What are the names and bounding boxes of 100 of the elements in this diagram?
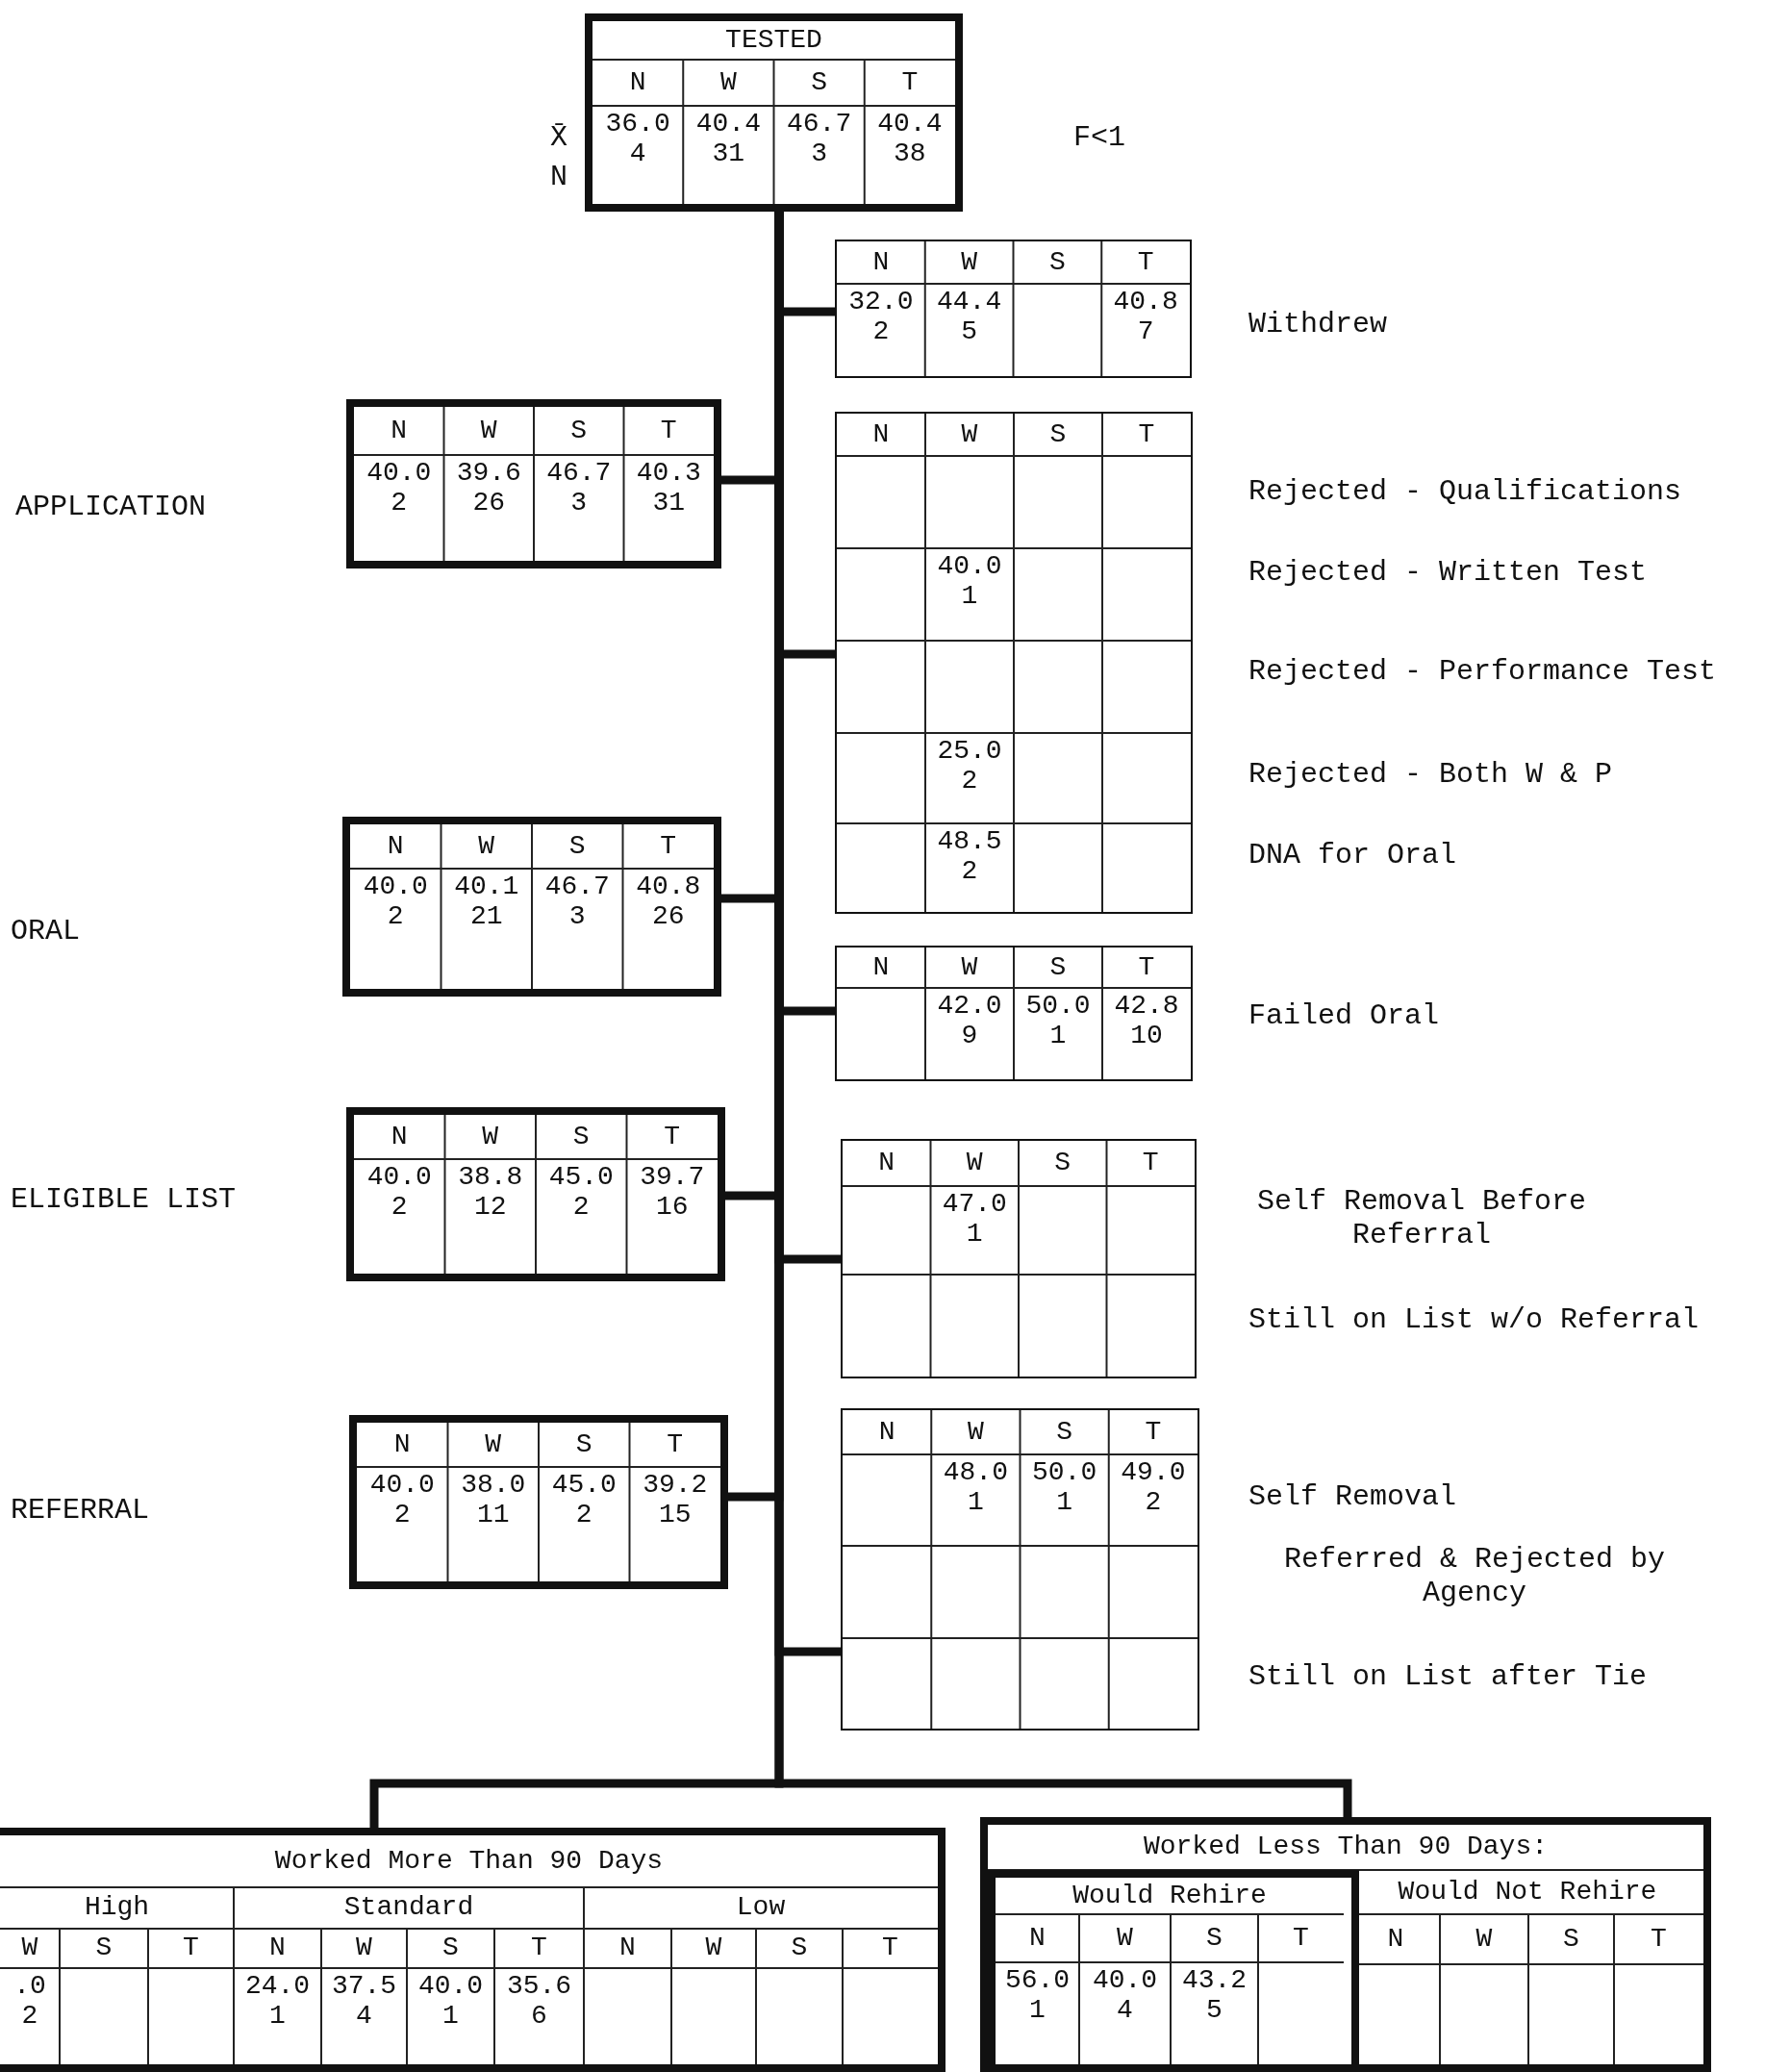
column-header: T [1138, 952, 1155, 983]
mean-and-count: 35.6 6 [506, 1972, 572, 2032]
mean-and-count: 40.0 2 [363, 872, 428, 932]
stage-label: ORAL [11, 915, 80, 948]
column-header: W [966, 1149, 983, 1178]
column-header: W [1475, 1924, 1493, 1955]
mean-and-count: .0 2 [13, 1972, 46, 2032]
column-header: N [391, 416, 408, 446]
column-header: W [482, 1122, 499, 1152]
column-header: N [872, 419, 890, 450]
column-header: N [619, 1933, 636, 1963]
column-header: N [387, 831, 404, 862]
column-header: N [393, 1429, 411, 1460]
column-header: T [531, 1933, 547, 1963]
mean-and-count: 40.8 7 [1113, 288, 1178, 347]
column-header: W [480, 416, 497, 446]
column-header: N [1387, 1924, 1404, 1955]
column-header: S [1048, 247, 1066, 278]
column-header: N [878, 1417, 895, 1448]
column-header: W [967, 1417, 984, 1448]
mean-and-count: 42.8 10 [1114, 992, 1179, 1051]
column-header: S [791, 1933, 808, 1963]
column-header: S [95, 1933, 113, 1963]
stage-table [980, 1817, 1711, 2072]
mean-and-count: 39.7 16 [640, 1163, 705, 1223]
table-heading: Would Not Rehire [1398, 1877, 1657, 1908]
column-header: S [1563, 1924, 1579, 1955]
column-header: T [882, 1933, 898, 1963]
outcome-table [835, 240, 1192, 378]
table-heading: Standard [343, 1893, 474, 1923]
mean-and-count: 25.0 2 [937, 737, 1002, 796]
column-header: S [1206, 1923, 1223, 1954]
mean-and-count: 40.4 38 [877, 110, 943, 169]
outcome-label: Rejected - Written Test [1248, 556, 1648, 590]
column-header: N [872, 247, 890, 278]
mean-and-count: 56.0 1 [1004, 1966, 1071, 2026]
column-header: T [901, 67, 919, 98]
column-header: T [660, 831, 677, 862]
mean-and-count: 40.0 2 [369, 1471, 435, 1530]
outcome-table [835, 412, 1193, 914]
column-header: S [570, 416, 588, 446]
mean-and-count: 40.0 2 [366, 1163, 432, 1223]
mean-and-count: 38.8 12 [458, 1163, 523, 1223]
column-header: S [1054, 1149, 1072, 1178]
column-header: T [1138, 419, 1155, 450]
stage-table [0, 1828, 946, 2072]
column-header: S [1056, 1417, 1073, 1448]
mean-and-count: 24.0 1 [244, 1972, 311, 2032]
outcome-table [841, 1408, 1199, 1731]
outcome-label: Rejected - Performance Test [1248, 655, 1717, 689]
outcome-label: DNA for Oral [1248, 839, 1457, 872]
column-header: W [961, 952, 978, 983]
column-header: N [629, 67, 646, 98]
mean-and-count: 44.4 5 [937, 288, 1002, 347]
row-label: X̄ [550, 121, 567, 155]
column-header: W [21, 1933, 38, 1963]
mean-and-count: 40.0 2 [366, 459, 432, 518]
outcome-table [835, 946, 1193, 1081]
column-header: T [667, 1429, 684, 1460]
stage-table [342, 817, 721, 997]
column-header: T [660, 416, 677, 446]
mean-and-count: 40.0 4 [1092, 1966, 1158, 2026]
column-header: W [719, 67, 737, 98]
column-header: W [485, 1429, 502, 1460]
statistic-note: F<1 [1073, 121, 1125, 155]
table-heading: High [84, 1893, 150, 1923]
stage-table [349, 1415, 728, 1589]
column-header: S [568, 831, 586, 862]
column-header: N [391, 1122, 408, 1152]
stage-label: ELIGIBLE LIST [11, 1183, 237, 1217]
mean-and-count: 50.0 1 [1032, 1458, 1097, 1518]
mean-and-count: 46.7 3 [546, 459, 612, 518]
table-heading: TESTED [725, 25, 822, 56]
outcome-label: Still on List after Tie [1248, 1660, 1648, 1694]
column-header: W [356, 1933, 372, 1963]
mean-and-count: 40.0 1 [937, 552, 1002, 612]
mean-and-count: 43.2 5 [1181, 1966, 1248, 2026]
column-header: W [961, 247, 978, 278]
column-header: N [269, 1933, 286, 1963]
column-header: N [878, 1149, 895, 1178]
outcome-label: Self Removal Before Referral [1255, 1185, 1588, 1251]
mean-and-count: 32.0 2 [848, 288, 914, 347]
mean-and-count: 39.6 26 [456, 459, 521, 518]
column-header: T [664, 1122, 681, 1152]
table-heading: Worked More Than 90 Days [274, 1846, 664, 1877]
stage-table [346, 1107, 725, 1281]
column-header: N [1029, 1923, 1046, 1954]
outcome-label: Rejected - Both W & P [1248, 758, 1613, 792]
mean-and-count: 46.7 3 [544, 872, 610, 932]
stage-table [585, 13, 963, 212]
mean-and-count: 37.5 4 [331, 1972, 397, 2032]
outcome-label: Rejected - Qualifications [1248, 475, 1682, 509]
outcome-label: Withdrew [1248, 308, 1388, 341]
mean-and-count: 48.5 2 [937, 827, 1002, 887]
column-header: T [1651, 1924, 1667, 1955]
mean-and-count: 36.0 4 [605, 110, 670, 169]
column-header: S [811, 67, 828, 98]
column-header: T [1142, 1149, 1159, 1178]
column-header: W [478, 831, 495, 862]
mean-and-count: 40.3 31 [636, 459, 701, 518]
